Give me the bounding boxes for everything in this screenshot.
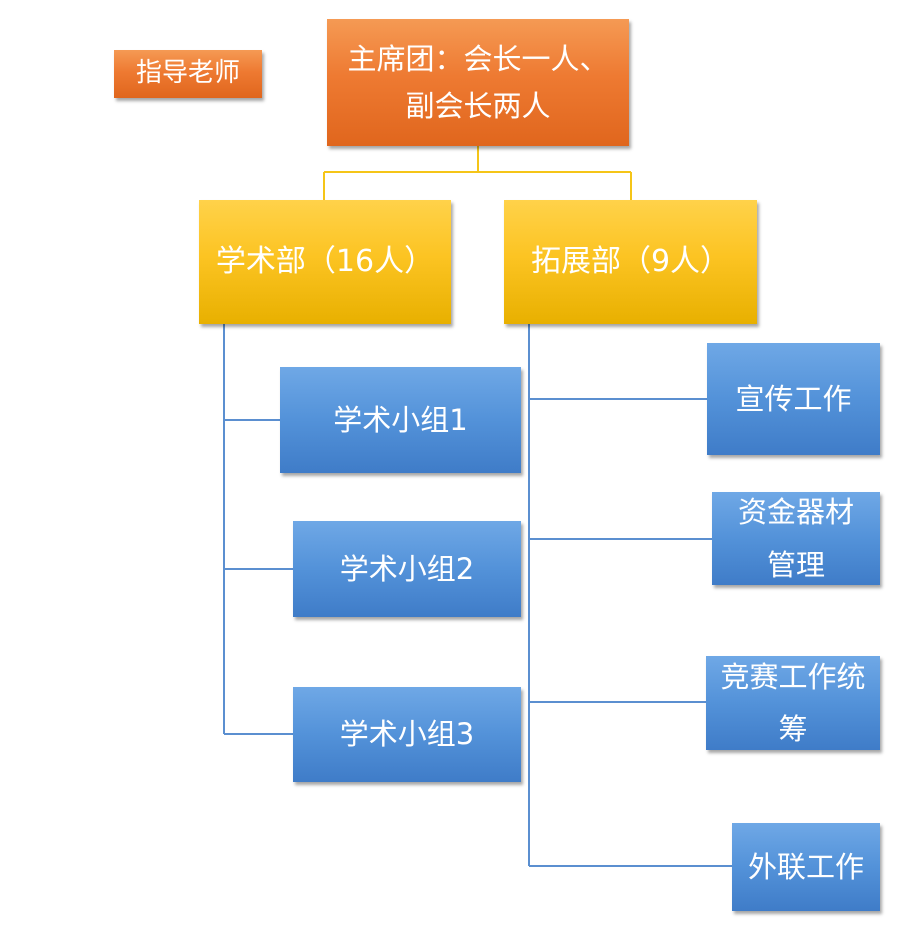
competition-box: 竞赛工作统 筹 (706, 656, 880, 750)
academic-department-label: 学术部（16人） (215, 244, 435, 279)
academic-group-2-box: 学术小组2 (293, 521, 521, 617)
advisor-label: 指导老师 (135, 58, 240, 89)
external-relations-label: 外联工作 (747, 849, 864, 884)
external-relations-box: 外联工作 (732, 823, 880, 911)
resources-line-1: 资金器材 (737, 495, 854, 530)
presidium-line-2: 副会长两人 (405, 88, 551, 123)
presidium-box: 主席团：会长一人、 副会长两人 (327, 19, 629, 146)
academic-department-box: 学术部（16人） (199, 200, 451, 324)
advisor-box: 指导老师 (114, 50, 262, 98)
competition-line-1: 竞赛工作统 (720, 659, 866, 694)
presidium-line-1: 主席团：会长一人、 (347, 42, 609, 77)
academic-group-3-label: 学术小组3 (339, 717, 475, 752)
publicity-label: 宣传工作 (735, 381, 852, 416)
competition-line-2: 筹 (778, 712, 808, 746)
expansion-department-label: 拓展部（9人） (530, 244, 731, 279)
academic-group-2-label: 学术小组2 (339, 551, 475, 586)
expansion-department-box: 拓展部（9人） (504, 200, 757, 324)
resources-line-2: 管理 (766, 547, 825, 582)
academic-group-1-box: 学术小组1 (280, 367, 521, 473)
resources-box: 资金器材 管理 (712, 492, 880, 585)
academic-group-1-label: 学术小组1 (333, 402, 468, 437)
academic-group-3-box: 学术小组3 (293, 687, 521, 782)
publicity-box: 宣传工作 (707, 343, 880, 455)
